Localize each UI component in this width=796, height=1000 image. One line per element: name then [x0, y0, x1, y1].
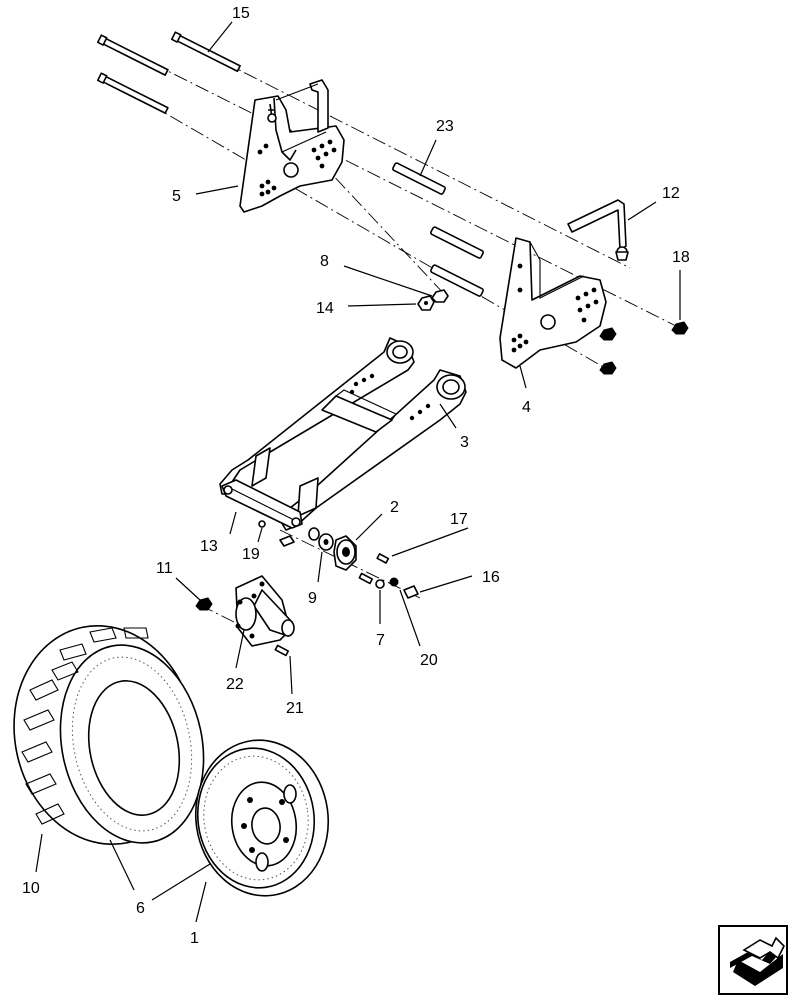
callout-labels: 15 23 5 12 18 8 14 4 3 2 17 16 13 19 11 …	[22, 5, 690, 947]
pin-23	[392, 162, 446, 195]
bolts-washers	[358, 553, 419, 599]
callout-8: 8	[320, 253, 329, 270]
callout-19: 19	[242, 546, 260, 563]
callout-17: 17	[450, 511, 468, 528]
callout-3: 3	[460, 434, 469, 451]
rim-1	[194, 739, 330, 897]
callout-23: 23	[436, 118, 454, 135]
callout-5: 5	[172, 188, 181, 205]
callout-7: 7	[376, 632, 385, 649]
spacer-tubes	[430, 226, 484, 297]
callout-18: 18	[672, 249, 690, 266]
callout-2: 2	[390, 499, 399, 516]
leader-lines	[35, 21, 681, 923]
assembly-axis-lines	[107, 39, 681, 626]
tire-6	[13, 624, 205, 846]
callout-4: 4	[522, 399, 531, 416]
next-page-arrow-icon[interactable]	[718, 925, 788, 995]
bolt-15-rods	[96, 31, 241, 114]
bracket-4	[499, 237, 607, 369]
callout-6: 6	[136, 900, 145, 917]
axle-13	[258, 520, 295, 547]
handle-12	[567, 199, 629, 261]
hub-2	[333, 535, 357, 571]
washer-9	[308, 527, 334, 551]
callout-14: 14	[316, 300, 334, 317]
callout-22: 22	[226, 676, 244, 693]
callout-20: 20	[420, 652, 438, 669]
bracket-5	[239, 79, 345, 213]
callout-9: 9	[308, 590, 317, 607]
callout-13: 13	[200, 538, 218, 555]
hub-assembly-22	[195, 575, 295, 657]
nuts-14-18	[417, 289, 689, 375]
tire-tread-10	[21, 627, 149, 825]
callout-11: 11	[156, 560, 173, 577]
callout-12: 12	[662, 185, 680, 202]
swing-arm-3	[219, 337, 467, 531]
callout-15: 15	[232, 5, 250, 22]
callout-21: 21	[286, 700, 304, 717]
callout-1: 1	[190, 930, 199, 947]
callout-16: 16	[482, 569, 500, 586]
callout-10: 10	[22, 880, 40, 897]
